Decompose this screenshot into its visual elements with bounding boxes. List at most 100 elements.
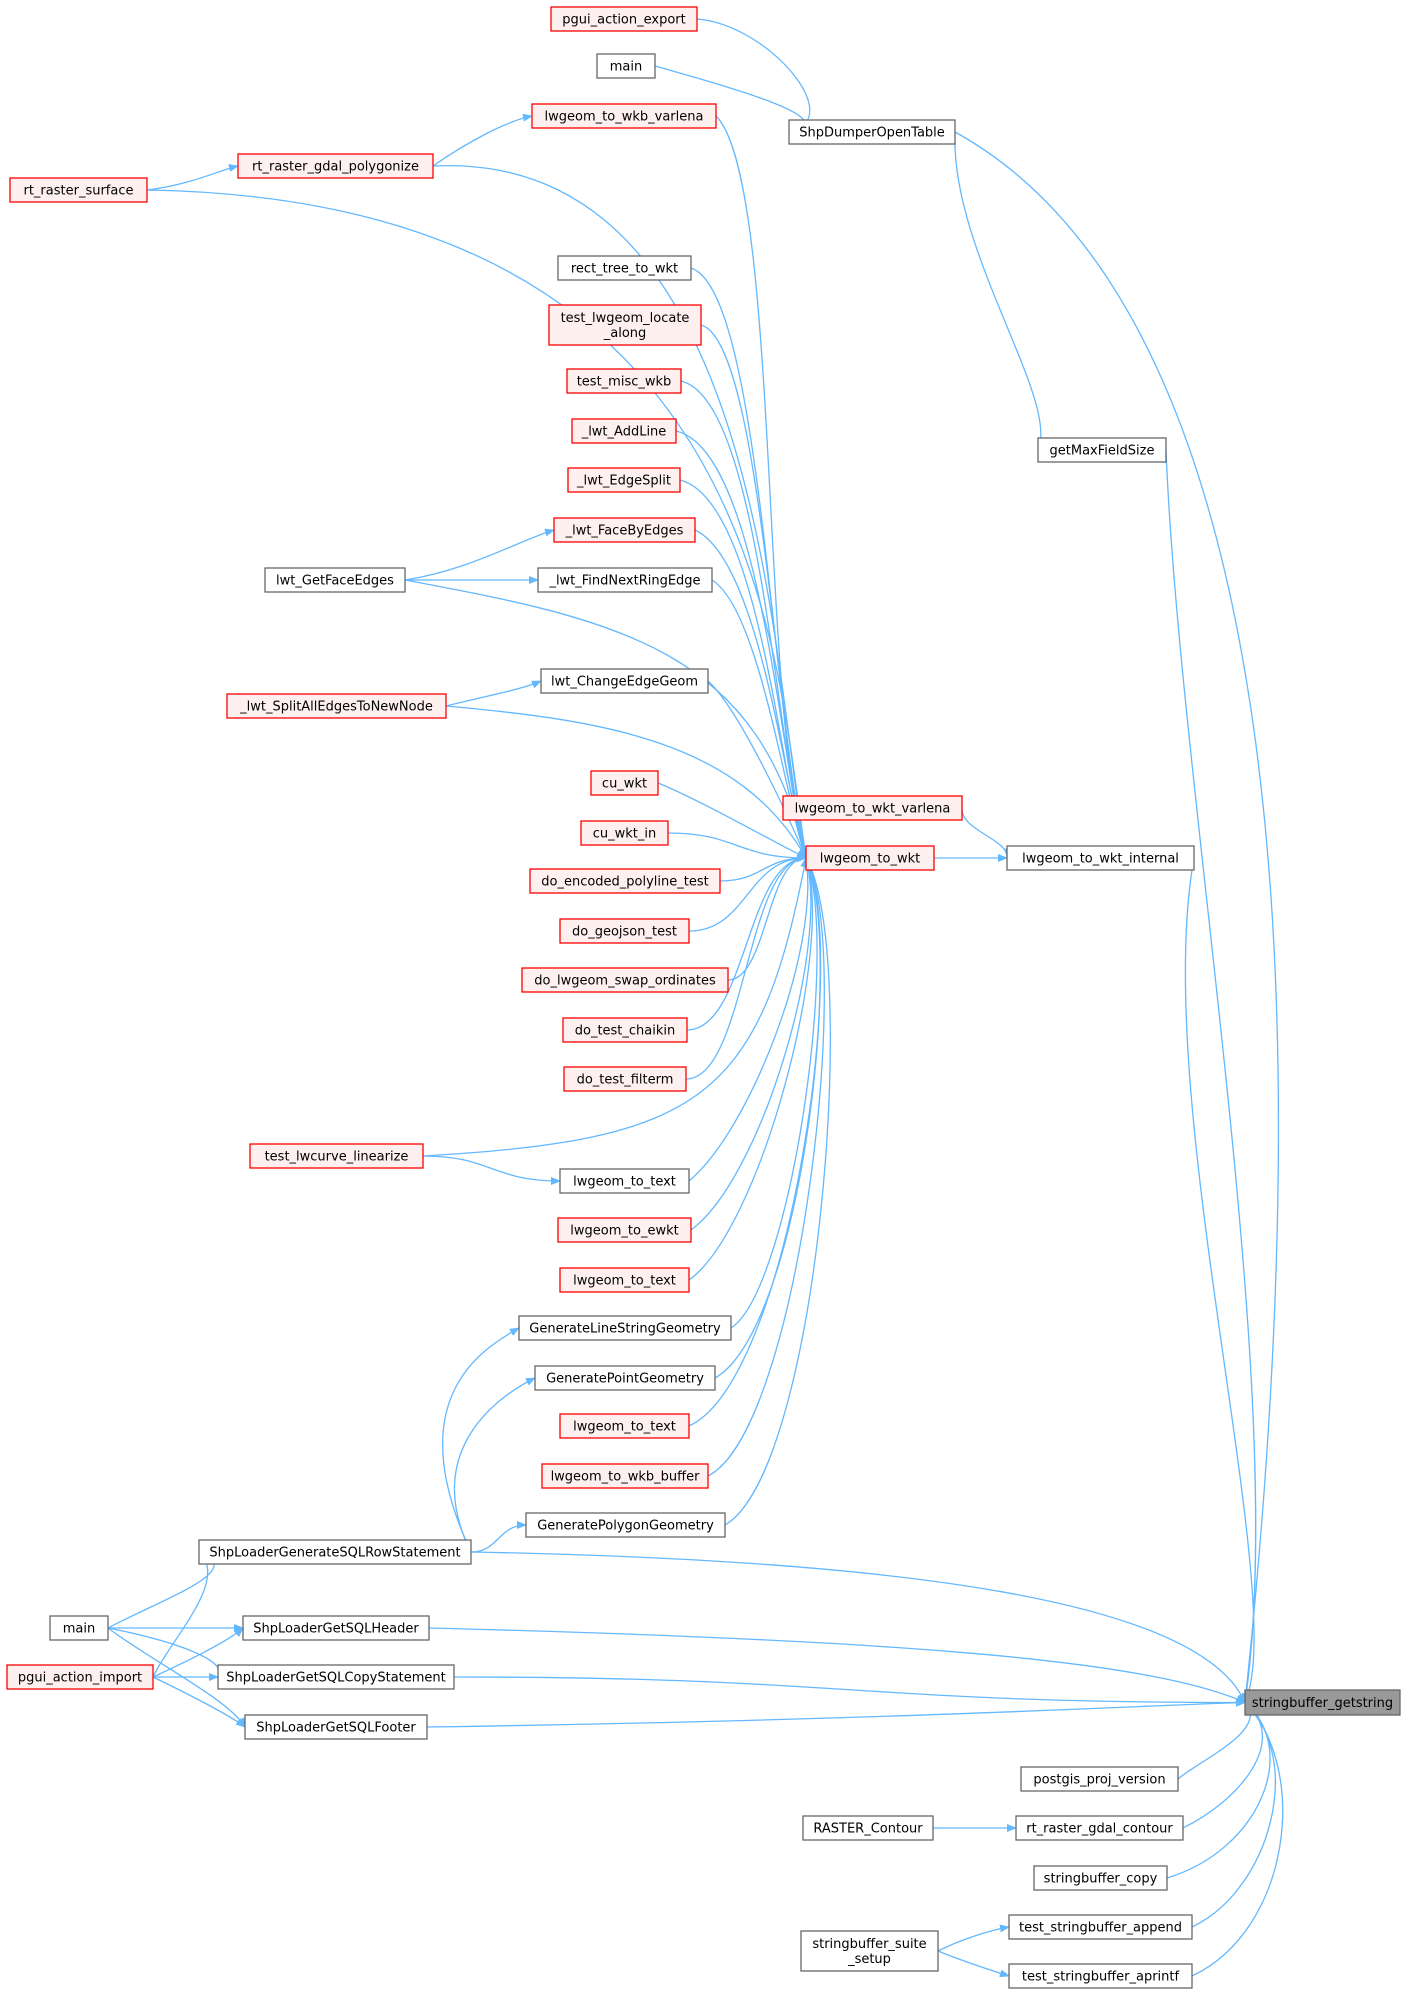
edge-ShpDumperOpenTable-to-stringbuffer_getstring <box>954 131 1280 1704</box>
node-test_lwgeom_locate_along[interactable]: test_lwgeom_locate_along <box>548 304 702 346</box>
edge-stringbuffer_copy-to-stringbuffer_getstring <box>1166 1701 1271 1879</box>
node-rt_raster_gdal_polygonize[interactable]: rt_raster_gdal_polygonize <box>237 153 434 179</box>
node-label: ShpLoaderGetSQLFooter <box>256 1721 416 1736</box>
node-lwgeom_to_text_2[interactable]: lwgeom_to_text <box>559 1267 690 1293</box>
node-box <box>567 467 681 493</box>
node-lwt_GetFaceEdges[interactable]: lwt_GetFaceEdges <box>264 567 406 593</box>
node-box <box>9 177 148 203</box>
node-lwt_ChangeEdgeGeom[interactable]: lwt_ChangeEdgeGeom <box>540 668 709 694</box>
edge-rt_raster_gdal_contour-to-stringbuffer_getstring <box>1182 1701 1264 1829</box>
node-do_encoded_polyline_test[interactable]: do_encoded_polyline_test <box>529 868 721 894</box>
node-label: rt_raster_gdal_contour <box>1026 1822 1173 1837</box>
node-test_stringbuffer_aprintf[interactable]: test_stringbuffer_aprintf <box>1008 1963 1193 1989</box>
node-lwgeom_to_text_3[interactable]: lwgeom_to_text <box>559 1413 690 1439</box>
edge-stringbuffer_suite_setup-to-test_stringbuffer_append <box>937 1924 1010 1952</box>
node-main_top[interactable]: main <box>596 53 656 79</box>
node-box <box>559 1168 690 1194</box>
edge-lwt_ChangeEdgeGeom-to-lwgeom_to_wkt <box>707 680 807 859</box>
node-ShpDumperOpenTable[interactable]: ShpDumperOpenTable <box>788 119 956 145</box>
node-_lwt_FaceByEdges[interactable]: _lwt_FaceByEdges <box>553 517 696 543</box>
node-label: lwgeom_to_wkb_buffer <box>551 1470 701 1485</box>
edge-ShpLoaderGenerateSQLRowStatement-to-GenerateLineStringGeometry <box>442 1327 520 1553</box>
node-do_geojson_test[interactable]: do_geojson_test <box>559 918 690 944</box>
node-test_misc_wkb[interactable]: test_misc_wkb <box>566 368 682 394</box>
node-pgui_action_import[interactable]: pgui_action_import <box>6 1664 154 1690</box>
node-label: _lwt_EdgeSplit <box>576 474 671 489</box>
node-lwgeom_to_ewkt[interactable]: lwgeom_to_ewkt <box>557 1217 692 1243</box>
node-test_lwcurve_linearize[interactable]: test_lwcurve_linearize <box>249 1143 424 1169</box>
node-label: pgui_action_export <box>562 13 685 28</box>
node-do_lwgeom_swap_ordinates[interactable]: do_lwgeom_swap_ordinates <box>521 967 729 993</box>
node-postgis_proj_version[interactable]: postgis_proj_version <box>1020 1766 1179 1792</box>
edge-postgis_proj_version-to-stringbuffer_getstring <box>1177 1701 1255 1780</box>
edge-lwgeom_to_text_2-to-lwgeom_to_wkt <box>688 857 813 1281</box>
node-do_test_filterm[interactable]: do_test_filterm <box>563 1066 687 1092</box>
node-rect_tree_to_wkt[interactable]: rect_tree_to_wkt <box>557 255 692 281</box>
node-label: _lwt_FindNextRingEdge <box>548 574 700 589</box>
edge-main_bottom-to-ShpLoaderGetSQLFooter <box>107 1627 246 1728</box>
node-box <box>226 693 447 719</box>
edge-test_lwgeom_locate_along-to-lwgeom_to_wkt <box>700 324 808 859</box>
node-lwgeom_to_wkb_buffer[interactable]: lwgeom_to_wkb_buffer <box>541 1463 709 1489</box>
node-box <box>1033 1865 1168 1891</box>
edge-lwgeom_to_wkb_varlena-to-lwgeom_to_wkt <box>715 115 808 859</box>
node-ShpLoaderGetSQLCopyStatement[interactable]: ShpLoaderGetSQLCopyStatement <box>217 1664 455 1690</box>
node-_lwt_FindNextRingEdge[interactable]: _lwt_FindNextRingEdge <box>537 567 713 593</box>
node-box <box>550 6 698 32</box>
edge-lwt_GetFaceEdges-to-lwgeom_to_wkt <box>404 579 808 859</box>
node-GenerateLineStringGeometry[interactable]: GenerateLineStringGeometry <box>518 1315 732 1341</box>
node-cu_wkt[interactable]: cu_wkt <box>590 770 659 796</box>
node-ShpLoaderGetSQLFooter[interactable]: ShpLoaderGetSQLFooter <box>244 1714 428 1740</box>
node-rt_raster_surface[interactable]: rt_raster_surface <box>9 177 148 203</box>
node-box <box>249 1143 424 1169</box>
node-do_test_chaikin[interactable]: do_test_chaikin <box>562 1017 688 1043</box>
node-lwgeom_to_text_1[interactable]: lwgeom_to_text <box>559 1168 690 1194</box>
edge-test_stringbuffer_aprintf-to-stringbuffer_getstring <box>1191 1701 1284 1977</box>
node-getMaxFieldSize[interactable]: getMaxFieldSize <box>1037 437 1167 463</box>
node-label: lwgeom_to_wkb_varlena <box>545 110 704 125</box>
node-stringbuffer_copy[interactable]: stringbuffer_copy <box>1033 1865 1168 1891</box>
node-pgui_action_export[interactable]: pgui_action_export <box>550 6 698 32</box>
node-_lwt_EdgeSplit[interactable]: _lwt_EdgeSplit <box>567 467 681 493</box>
node-_lwt_SplitAllEdgesToNewNode[interactable]: _lwt_SplitAllEdgesToNewNode <box>226 693 447 719</box>
node-box <box>559 918 690 944</box>
node-ShpLoaderGenerateSQLRowStatement[interactable]: ShpLoaderGenerateSQLRowStatement <box>198 1539 472 1565</box>
node-GeneratePolygonGeometry[interactable]: GeneratePolygonGeometry <box>525 1512 726 1538</box>
node-test_stringbuffer_append[interactable]: test_stringbuffer_append <box>1008 1914 1193 1940</box>
node-RASTER_Contour[interactable]: RASTER_Contour <box>802 1815 934 1841</box>
node-label: rt_raster_surface <box>23 184 133 199</box>
node-lwgeom_to_wkt_varlena[interactable]: lwgeom_to_wkt_varlena <box>782 795 963 821</box>
edge-pgui_action_import-to-ShpLoaderGetSQLFooter <box>152 1676 246 1728</box>
node-stringbuffer_suite_setup[interactable]: stringbuffer_suite_setup <box>800 1930 939 1972</box>
node-cu_wkt_in[interactable]: cu_wkt_in <box>580 820 669 846</box>
node-box <box>805 845 935 871</box>
node-box <box>242 1615 430 1641</box>
edge-_lwt_SplitAllEdgesToNewNode-to-lwt_ChangeEdgeGeom <box>445 680 542 707</box>
node-label: do_lwgeom_swap_ordinates <box>534 974 716 989</box>
edge-do_test_chaikin-to-lwgeom_to_wkt <box>686 854 807 1031</box>
node-stringbuffer_getstring[interactable]: stringbuffer_getstring <box>1244 1689 1401 1716</box>
edge-ShpLoaderGetSQLHeader-to-stringbuffer_getstring <box>428 1627 1246 1704</box>
node-box <box>1020 1766 1179 1792</box>
node-lwgeom_to_wkt[interactable]: lwgeom_to_wkt <box>805 845 935 871</box>
node-box <box>548 304 702 346</box>
node-label: stringbuffer_copy <box>1044 1872 1158 1887</box>
node-box <box>525 1512 726 1538</box>
edge-pgui_action_import-to-ShpLoaderGetSQLHeader <box>152 1627 244 1678</box>
node-_lwt_AddLine[interactable]: _lwt_AddLine <box>571 418 677 444</box>
node-label: ShpDumperOpenTable <box>799 126 945 141</box>
node-lwgeom_to_wkt_internal[interactable]: lwgeom_to_wkt_internal <box>1006 845 1195 871</box>
node-box <box>518 1315 732 1341</box>
edge-rt_raster_surface-to-rt_raster_gdal_polygonize <box>146 164 239 191</box>
node-label: test_lwgeom_locate <box>561 311 690 326</box>
edge-rt_raster_surface-to-lwgeom_to_wkt <box>146 189 809 859</box>
node-box <box>559 1267 690 1293</box>
node-lwgeom_to_wkb_varlena[interactable]: lwgeom_to_wkb_varlena <box>531 103 717 129</box>
node-label: test_lwcurve_linearize <box>265 1150 409 1165</box>
node-ShpLoaderGetSQLHeader[interactable]: ShpLoaderGetSQLHeader <box>242 1615 430 1641</box>
node-label: do_geojson_test <box>572 925 677 940</box>
node-rt_raster_gdal_contour[interactable]: rt_raster_gdal_contour <box>1015 1815 1184 1841</box>
node-GeneratePointGeometry[interactable]: GeneratePointGeometry <box>534 1365 716 1391</box>
node-label: _along <box>603 326 647 341</box>
node-main_bottom[interactable]: main <box>49 1615 109 1641</box>
